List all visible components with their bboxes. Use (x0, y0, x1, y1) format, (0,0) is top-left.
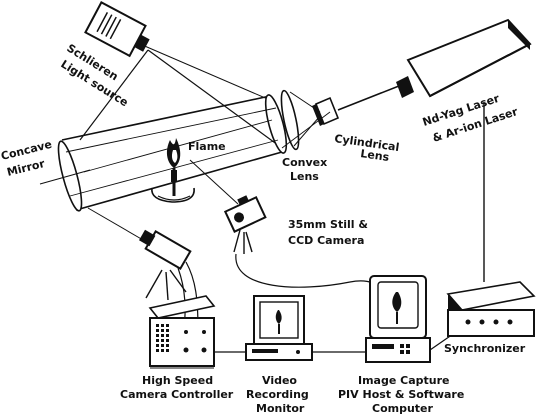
image-capture-label-line1: Image Capture (358, 374, 450, 387)
video-monitor-label-line3: Monitor (256, 402, 305, 415)
schlieren-light-source (85, 2, 154, 60)
high-speed-camera (137, 226, 190, 300)
high-speed-camera-ray (88, 208, 150, 244)
synchronizer (448, 282, 534, 336)
convex-lens-label-line1: Convex (282, 156, 327, 169)
image-capture-label-line3: Computer (372, 402, 434, 415)
optical-tube (40, 93, 291, 212)
camera-35mm-label-line2: CCD Camera (288, 234, 364, 247)
camera-35mm (223, 192, 266, 254)
concave-mirror-label-line1: Concave (0, 138, 53, 163)
synchronizer-label: Synchronizer (444, 342, 526, 355)
high-speed-controller-label-line1: High Speed (142, 374, 213, 387)
flame-label: Flame (188, 140, 226, 153)
cylindrical-lens-label-line2: Lens (360, 147, 391, 164)
image-capture-label-line2: PIV Host & Software (338, 388, 464, 401)
cylindrical-lens (312, 98, 338, 126)
nd-yag-laser (396, 20, 530, 98)
video-monitor-label-line2: Recording (246, 388, 309, 401)
image-capture-computer (366, 276, 430, 362)
video-monitor-label-line1: Video (262, 374, 297, 387)
high-speed-controller-label-line2: Camera Controller (120, 388, 234, 401)
high-speed-camera-controller (150, 296, 214, 366)
convex-lens-label-line2: Lens (290, 170, 319, 183)
video-recording-monitor (246, 296, 312, 360)
camera-35mm-label-line1: 35mm Still & (288, 218, 368, 231)
